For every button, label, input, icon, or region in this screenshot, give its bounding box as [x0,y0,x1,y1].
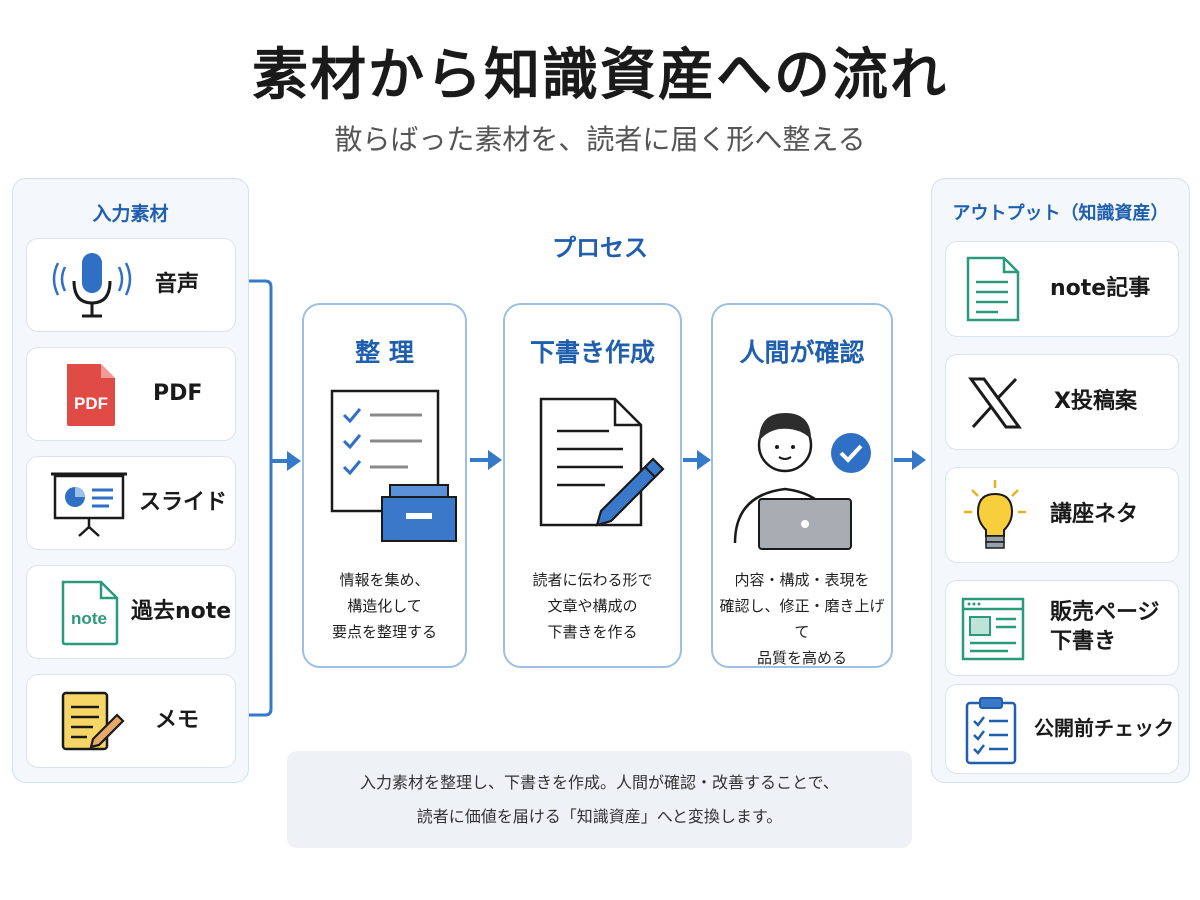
output-panel: アウトプット（知識資産） note記事 X投稿案 [931,178,1190,783]
arrow-review-to-outputs [894,450,926,470]
output-panel-title: アウトプット（知識資産） [952,203,1169,224]
step-human-review-title: 人間が確認 [739,338,865,367]
x-logo-icon [968,377,1022,429]
note-file-icon: note [61,580,119,646]
lightbulb-icon [964,480,1026,549]
arrow-organize-to-draft [470,450,502,470]
checklist-box-icon [304,383,465,543]
step-human-review: 人間が確認 内容・構成・表現を 確認し、修正・磨き上げて 品質を高める [711,303,893,668]
output-label-sales-page: 販売ページ 下書き [1050,600,1160,654]
output-card-sales-page: 販売ページ 下書き [945,580,1179,676]
microphone-icon [52,253,132,318]
output-label-note-article: note記事 [1050,276,1151,301]
process-title: プロセス [552,234,648,262]
input-bracket-connector [249,279,301,717]
input-card-pdf: PDF PDF [26,347,236,441]
page-subtitle: 散らばった素材を、読者に届く形へ整える [334,123,866,156]
output-card-note-article: note記事 [945,241,1179,337]
input-label-slides: スライド [139,490,228,515]
input-card-audio: 音声 [26,238,236,332]
input-panel: 入力素材 音声 PDF PDF [12,178,249,783]
input-card-past-note: note 過去note [26,565,236,659]
input-label-audio: 音声 [155,272,200,297]
note-icon-text: note [71,609,107,628]
input-label-pdf: PDF [153,381,203,406]
step-draft-desc: 読者に伝わる形で 文章や構成の 下書きを作る [532,571,653,641]
step-organize-title: 整 理 [355,338,414,367]
step-organize: 整 理 情報を集め、 構造化して 要点を整理する [302,303,467,668]
clipboard-checklist-icon [965,697,1017,765]
output-card-course-idea: 講座ネタ [945,467,1179,563]
output-label-course-idea: 講座ネタ [1050,502,1139,527]
step-draft-title: 下書き作成 [529,338,655,367]
input-label-memo: メモ [155,708,200,733]
pdf-file-icon: PDF [67,364,115,426]
article-document-icon [966,256,1020,322]
memo-pencil-icon [61,691,125,751]
input-card-memo: メモ [26,674,236,768]
input-card-slides: スライド [26,456,236,550]
arrow-draft-to-review [683,450,711,470]
step-human-review-desc: 内容・構成・表現を 確認し、修正・磨き上げて 品質を高める [719,571,885,667]
step-organize-desc: 情報を集め、 構造化して 要点を整理する [331,571,437,641]
page-title: 素材から知識資産への流れ [252,43,948,108]
pdf-icon-text: PDF [74,394,108,413]
summary-box: 入力素材を整理し、下書きを作成。人間が確認・改善することで、 読者に価値を届ける… [287,751,912,848]
output-label-prepublish-check: 公開前チェック [1034,716,1174,740]
output-card-x-post: X投稿案 [945,354,1179,450]
step-draft: 下書き作成 読者に伝わる形で 文章や構成の 下書きを作る [503,303,682,668]
presentation-board-icon [51,472,127,537]
output-label-x-post: X投稿案 [1054,389,1137,414]
input-label-past-note: 過去note [131,599,232,624]
input-panel-title: 入力素材 [92,203,169,225]
webpage-icon [961,597,1025,661]
document-pen-icon [505,383,680,543]
output-card-prepublish-check: 公開前チェック [945,684,1179,774]
person-laptop-check-icon [713,383,891,553]
